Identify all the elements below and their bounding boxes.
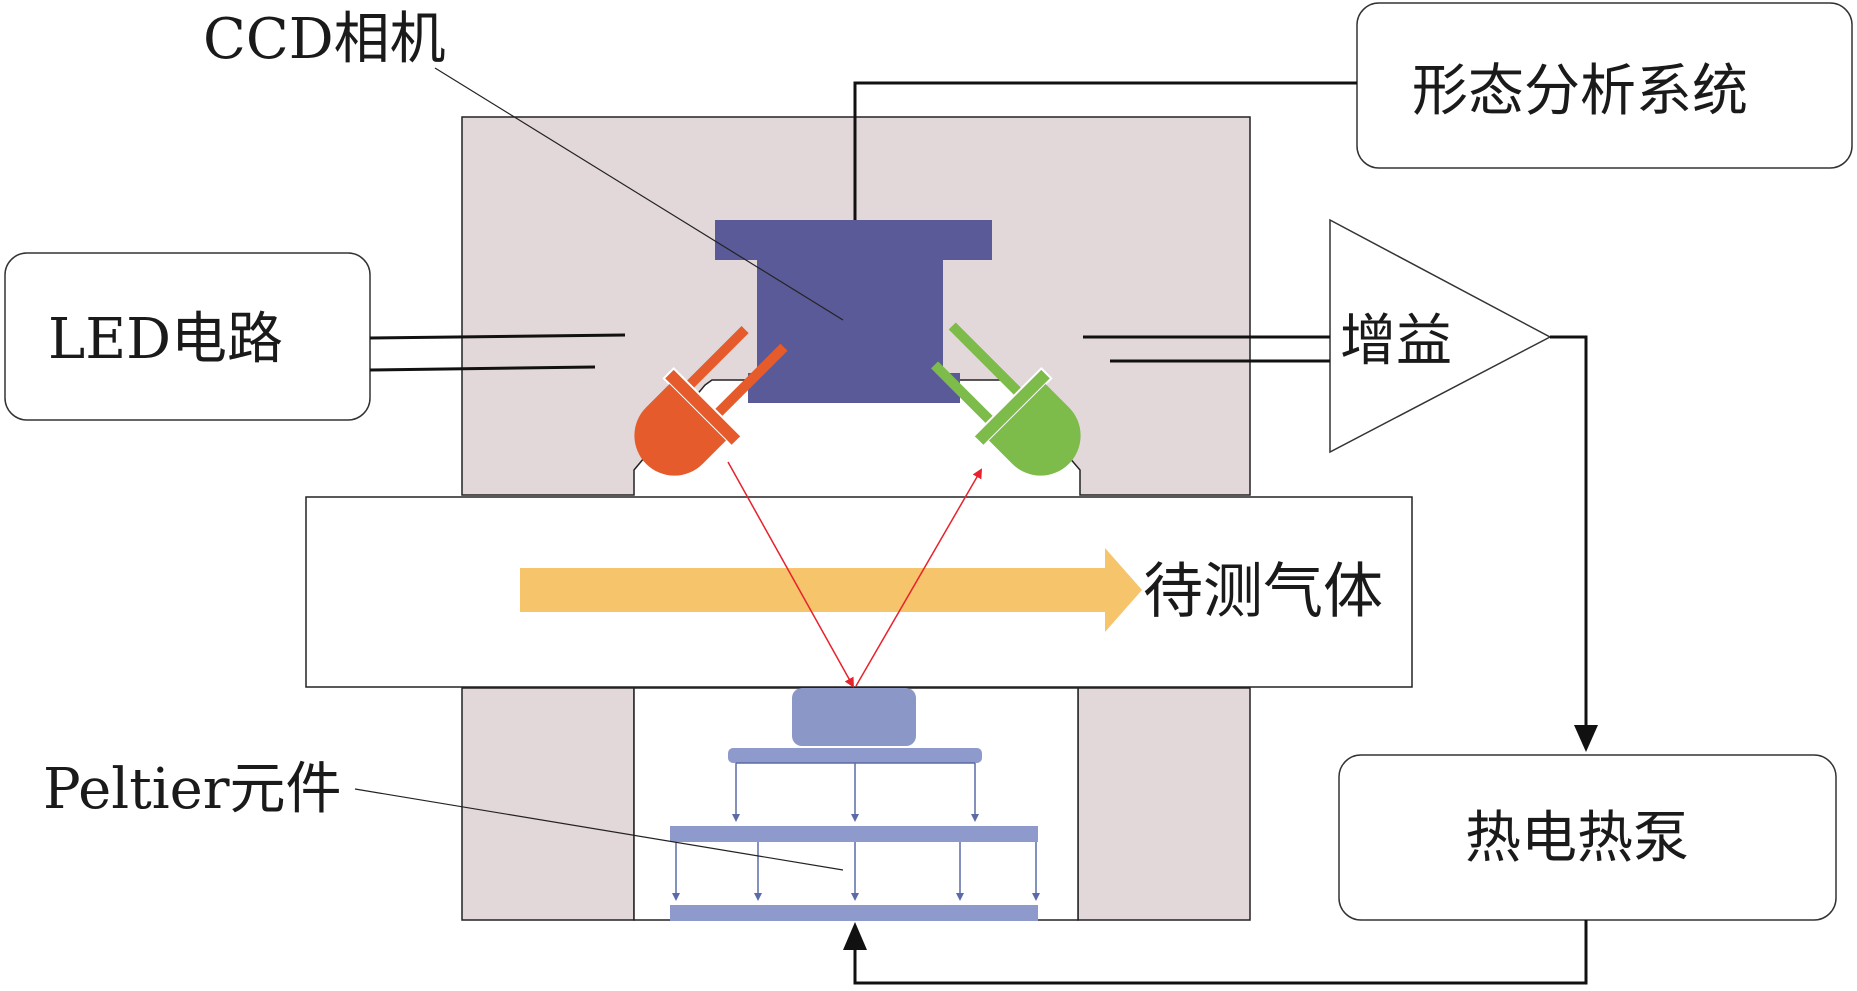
ccd-leader-line	[434, 67, 844, 321]
peltier-label: Peltier元件	[43, 757, 342, 822]
camera-signal-wire	[853, 81, 1357, 220]
detector-wires	[1083, 335, 1330, 363]
incident-beam	[727, 461, 854, 688]
mirror-block	[792, 688, 916, 746]
pump-to-peltier-wire	[853, 920, 1588, 985]
peltier-upper-plate	[728, 748, 982, 763]
housing-lower-left	[461, 687, 635, 921]
ccd-camera-label: CCD相机	[203, 7, 446, 72]
gain-to-pump-wire	[1550, 335, 1588, 735]
heat-flow-arrows-lower	[672, 842, 1040, 901]
morphology-system-box	[1356, 2, 1853, 169]
reflected-beam	[855, 468, 983, 687]
red-led	[634, 326, 788, 476]
peltier-middle-plate	[670, 826, 1038, 842]
peltier-leader-line	[354, 788, 844, 871]
gas-flow-arrow	[520, 548, 1142, 632]
led-circuit-label: LED电路	[48, 307, 283, 372]
ccd-camera	[715, 220, 992, 403]
pump-to-peltier-arrowhead	[843, 922, 867, 950]
green-led	[931, 322, 1081, 476]
housing-lower-right	[1077, 687, 1251, 921]
peltier-lower-plate	[670, 905, 1038, 921]
gas-under-test-label: 待测气体	[1143, 557, 1383, 627]
morphology-system-label: 形态分析系统	[1412, 59, 1748, 124]
thermoelectric-pump-label: 热电热泵	[1465, 806, 1689, 871]
gain-to-pump-arrowhead	[1574, 725, 1598, 752]
heat-flow-arrows-upper	[732, 762, 979, 822]
led-circuit-wires	[369, 333, 626, 372]
gain-label: 增益	[1340, 309, 1452, 374]
